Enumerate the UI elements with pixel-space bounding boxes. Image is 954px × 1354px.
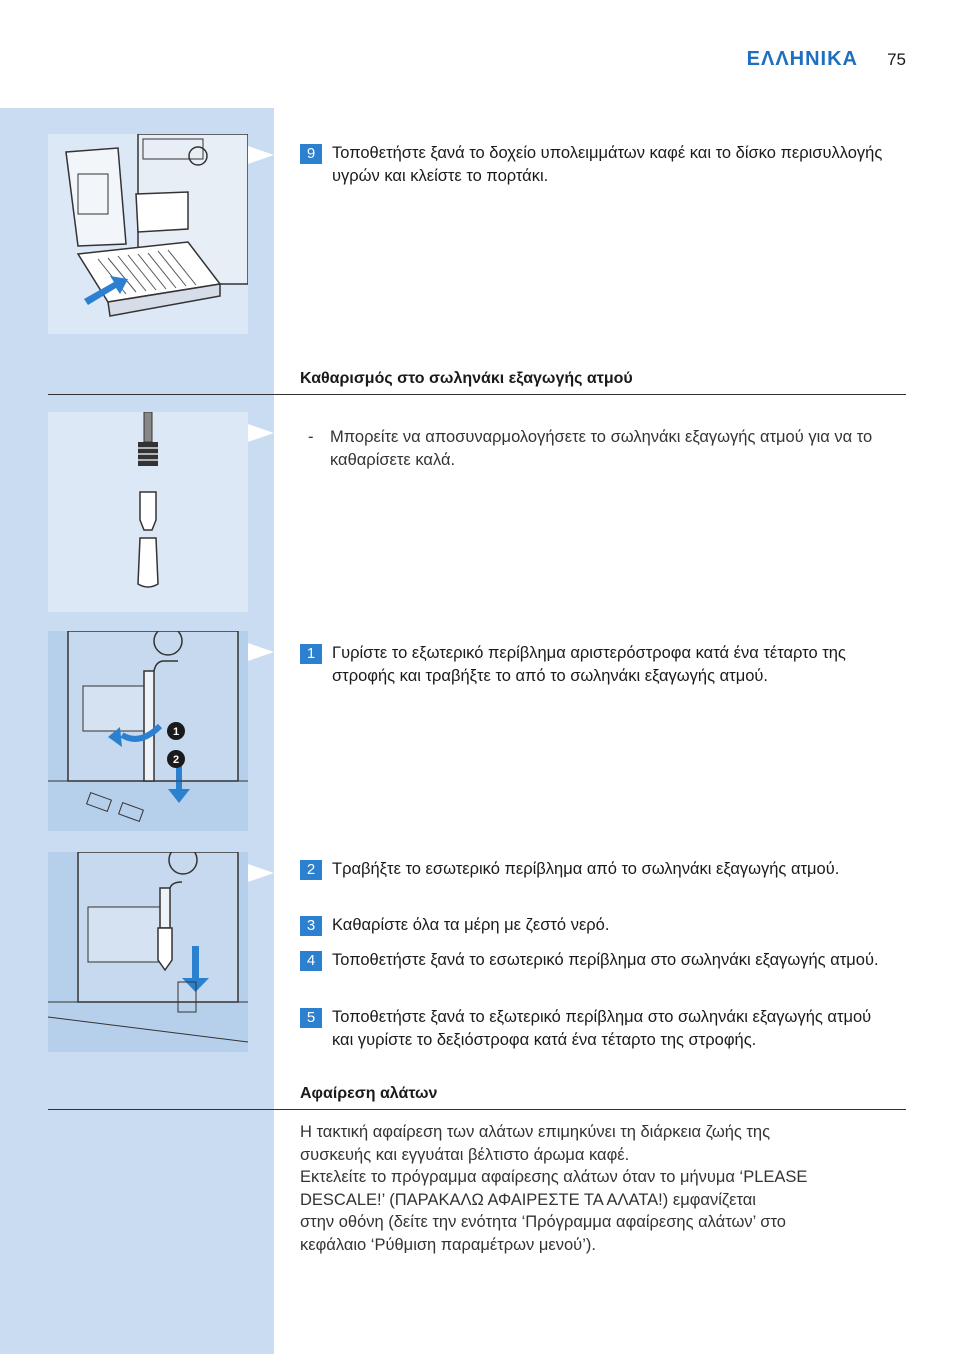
- step-text: Τοποθετήστε ξανά το δοχείο υπολειμμάτων …: [332, 144, 883, 185]
- paragraph-line: Εκτελείτε το πρόγραμμα αφαίρεσης αλάτων …: [300, 1168, 808, 1187]
- illustration-pointer: [248, 146, 274, 164]
- step-5: 5 Τοποθετήστε ξανά το εξωτερικό περίβλημ…: [300, 1006, 888, 1052]
- step-9: 9 Τοποθετήστε ξανά το δοχείο υπολειμμάτω…: [300, 142, 888, 188]
- step-1: 1 Γυρίστε το εξωτερικό περίβλημα αριστερ…: [300, 642, 888, 688]
- page-number: 75: [887, 50, 906, 69]
- step-number-badge: 1: [300, 644, 322, 664]
- illustration-pointer: [248, 643, 274, 661]
- remove-outer-casing-illustration: 1 2: [48, 631, 248, 831]
- step-number-badge: 9: [300, 144, 322, 164]
- step-number-badge: 5: [300, 1008, 322, 1028]
- bullet-dash: -: [308, 428, 314, 446]
- step-text: Τραβήξτε το εσωτερικό περίβλημα από το σ…: [332, 860, 840, 878]
- step-number-badge: 2: [300, 860, 322, 880]
- section-title-descale: Αφαίρεση αλάτων: [300, 1085, 438, 1102]
- bullet-item: - Μπορείτε να αποσυναρμολογήσετε το σωλη…: [300, 426, 900, 472]
- paragraph-line: κεφάλαιο ‘Ρύθμιση παραμέτρων μενού’).: [300, 1235, 596, 1254]
- badge-1-label: 1: [173, 726, 179, 738]
- step-number-badge: 4: [300, 951, 322, 971]
- section-rule: [48, 394, 906, 395]
- step-text: Καθαρίστε όλα τα μέρη με ζεστό νερό.: [332, 916, 610, 934]
- remove-inner-casing-illustration: [48, 852, 248, 1052]
- step-text: Τοποθετήστε ξανά το εσωτερικό περίβλημα …: [332, 951, 879, 969]
- section-rule: [48, 1109, 906, 1110]
- step-number-badge: 3: [300, 916, 322, 936]
- language-label: ΕΛΛΗΝΙΚΑ: [746, 48, 858, 70]
- step-3: 3 Καθαρίστε όλα τα μέρη με ζεστό νερό.: [300, 914, 888, 937]
- step-2: 2 Τραβήξτε το εσωτερικό περίβλημα από το…: [300, 858, 888, 881]
- illustration-pointer: [248, 864, 274, 882]
- steam-wand-parts-illustration: [48, 412, 248, 612]
- paragraph-line: στην οθόνη (δείτε την ενότητα ‘Πρόγραμμα…: [300, 1213, 786, 1232]
- bullet-text: Μπορείτε να αποσυναρμολογήσετε το σωληνά…: [330, 428, 873, 469]
- illustration-pointer: [248, 424, 274, 442]
- step-text: Γυρίστε το εξωτερικό περίβλημα αριστερόσ…: [332, 644, 846, 685]
- step-4: 4 Τοποθετήστε ξανά το εσωτερικό περίβλημ…: [300, 949, 888, 972]
- paragraph-line: συσκευής και εγγυάται βέλτιστο άρωμα καφ…: [300, 1145, 630, 1164]
- paragraph-line: DESCALE!’ (ΠΑΡΑΚΑΛΩ ΑΦΑΙΡΕΣΤΕ ΤΑ ΑΛΑΤΑ!)…: [300, 1190, 756, 1209]
- drip-tray-illustration: [48, 134, 248, 334]
- paragraph-line: Η τακτική αφαίρεση των αλάτων επιμηκύνει…: [300, 1123, 771, 1141]
- descale-paragraph: Η τακτική αφαίρεση των αλάτων επιμηκύνει…: [300, 1121, 900, 1257]
- step-text: Τοποθετήστε ξανά το εξωτερικό περίβλημα …: [332, 1008, 872, 1049]
- section-title-steam: Καθαρισμός στο σωληνάκι εξαγωγής ατμού: [300, 370, 633, 387]
- badge-2-label: 2: [173, 754, 179, 766]
